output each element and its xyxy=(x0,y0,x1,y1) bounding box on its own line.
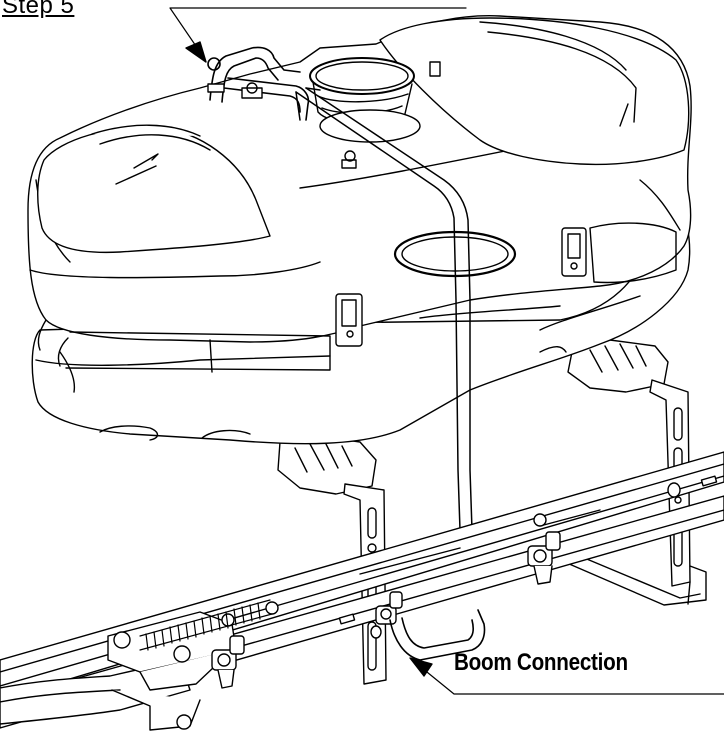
spring-coil-icon xyxy=(139,599,273,651)
boom-leader xyxy=(421,667,724,695)
step-leader xyxy=(169,7,467,53)
side-plates xyxy=(335,227,587,347)
nozzle-right xyxy=(527,513,561,585)
nozzle-left xyxy=(211,635,245,689)
right-top-cap xyxy=(379,17,690,166)
nozzle-icon xyxy=(211,513,561,689)
fill-lid xyxy=(309,57,421,143)
tank-strap xyxy=(295,87,473,531)
boom-connection-hose xyxy=(389,609,486,661)
nozzle-middle xyxy=(375,591,403,625)
arrow-icon xyxy=(409,657,433,677)
boom-connection-label: Boom Connection xyxy=(454,649,628,676)
arrow-icon xyxy=(185,41,207,63)
step-label: Step 5 xyxy=(2,0,75,19)
left-top-cap xyxy=(37,124,271,254)
tank-fittings xyxy=(207,61,441,169)
